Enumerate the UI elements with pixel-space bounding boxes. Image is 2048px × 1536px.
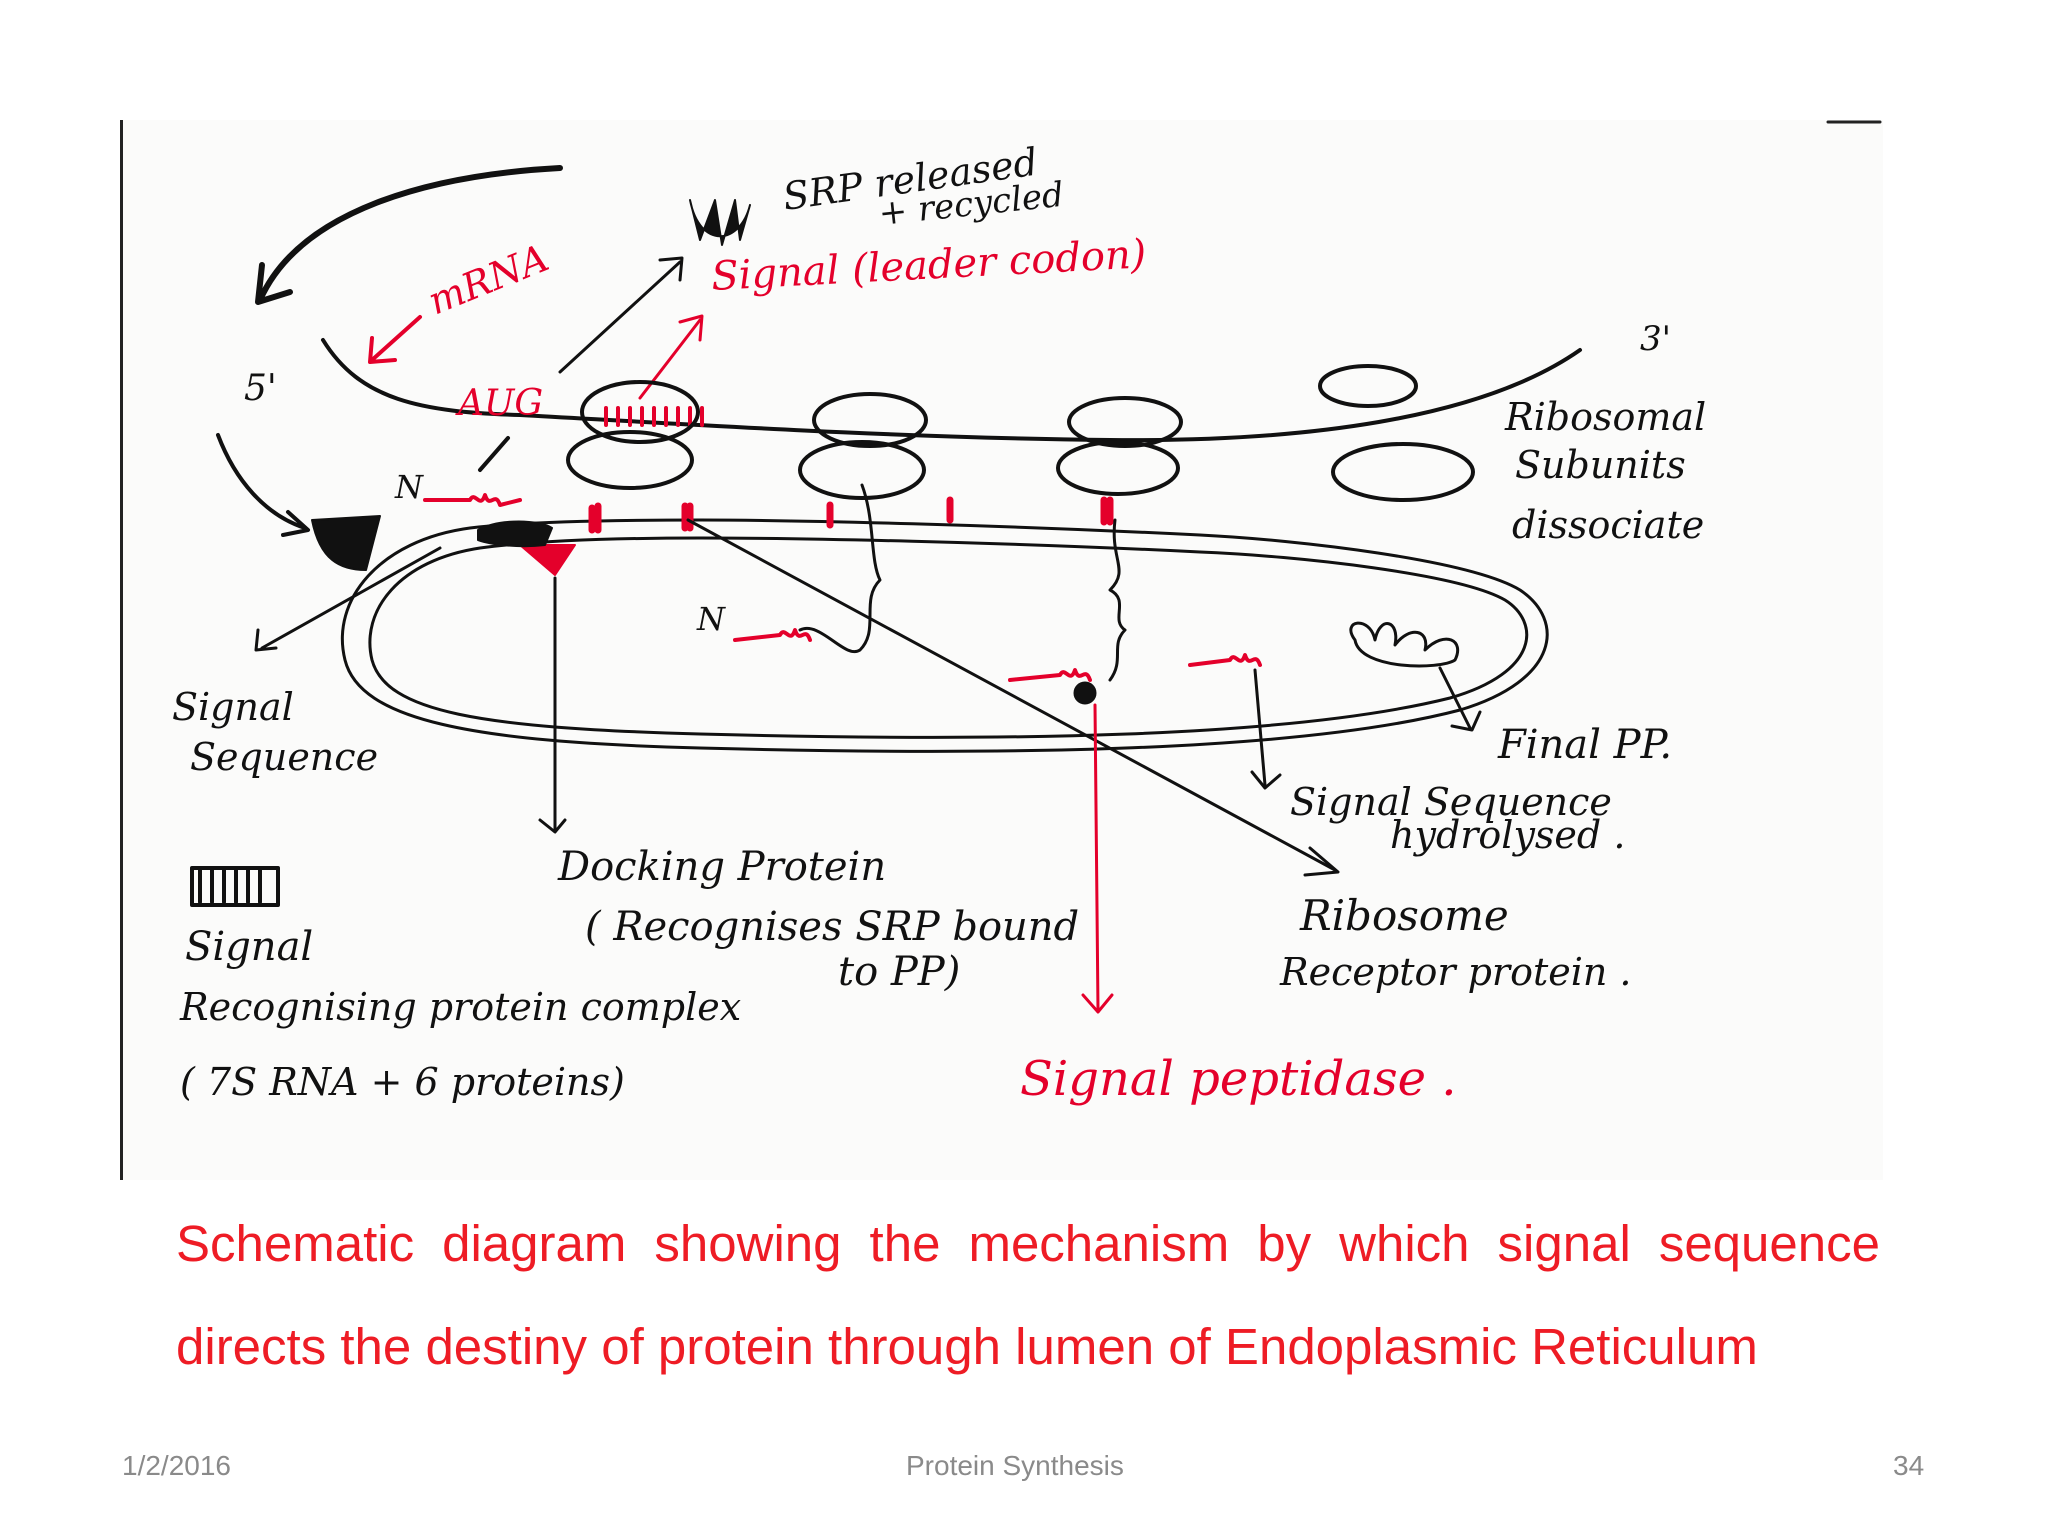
er-membrane-inner <box>368 536 1529 739</box>
srp-released-icon <box>689 199 751 246</box>
label-signal-peptidase: Signal peptidase . <box>1020 1051 1457 1107</box>
signal-peptidase-arrow <box>1093 703 1100 1012</box>
recycling-arrow <box>257 165 563 303</box>
label-signal-leader-codon: Signal (leader codon) <box>710 231 1147 300</box>
slide-caption: Schematic diagram showing the mechanism … <box>176 1215 1880 1375</box>
signal-sequence-4 <box>1188 653 1262 667</box>
label-srp-signal: Signal <box>185 924 313 970</box>
ribosome-subunit-small <box>1331 442 1475 502</box>
label-subunits: Subunits <box>1515 443 1686 487</box>
ribosome-1-small <box>566 430 694 490</box>
signal-sequence-1 <box>423 493 522 507</box>
ribosome-1-large <box>580 380 700 444</box>
label-ribosome: Ribosome <box>1299 891 1509 940</box>
label-final-pp: Final PP. <box>1497 722 1672 768</box>
hydrolysis-arrow <box>1253 668 1267 787</box>
er-membrane-outer <box>340 518 1549 753</box>
srp-icon-left <box>311 515 381 571</box>
footer-page-number: 34 <box>1893 1450 1925 1481</box>
label-receptor-protein: Receptor protein . <box>1279 950 1632 994</box>
label-n-terminal-2: N <box>696 600 726 638</box>
mrna-strand <box>321 338 1582 443</box>
label-recognises-srp: ( Recognises SRP bound <box>585 904 1079 950</box>
signal-sequence-3 <box>1008 668 1092 682</box>
label-three-prime: 3' <box>1640 319 1671 359</box>
signal-peptidase-dot <box>1073 681 1097 705</box>
label-signal-sequence: Signal Sequence <box>1290 780 1612 824</box>
ribosome-3-large <box>1067 396 1183 448</box>
final-pp-arrow <box>1438 666 1472 730</box>
diagram-image <box>120 120 1883 1180</box>
label-aug: AUG <box>455 383 543 424</box>
signal-codon-arrow <box>638 318 702 400</box>
mrna-arrow <box>370 315 422 362</box>
srp-binding-arrow <box>216 433 307 530</box>
ribosome-receptor-arrow <box>686 518 1337 872</box>
label-five-prime: 5' <box>244 368 277 409</box>
label-n-terminal-1: N <box>394 468 424 506</box>
ribosome-3-small <box>1056 440 1180 496</box>
protein-targeting-diagram: SRP released + recycled mRNA Signal (lea… <box>172 120 1882 1107</box>
codon-marks <box>604 406 704 427</box>
label-dissociate: dissociate <box>1512 503 1704 547</box>
label-hydrolysed: hydrolysed . <box>1390 813 1625 857</box>
signal-sequence-2 <box>733 628 812 642</box>
srp-receptor-marks <box>588 496 1114 534</box>
nascent-polypeptide-3 <box>1108 518 1127 682</box>
ribosome-2-large <box>812 392 928 448</box>
srp-bound-blob <box>477 520 553 548</box>
label-to-pp: to PP) <box>838 949 960 995</box>
label-ribosomal: Ribosomal <box>1504 395 1706 439</box>
footer-title: Protein Synthesis <box>906 1450 1124 1481</box>
label-7s-rna: ( 7S RNA + 6 proteins) <box>180 1060 625 1104</box>
label-recognising-complex: Recognising protein complex <box>179 985 741 1029</box>
label-mrna: mRNA <box>422 236 555 324</box>
ribosome-2-small <box>798 440 926 500</box>
label-signal: Signal <box>172 685 294 729</box>
label-docking-protein: Docking Protein <box>557 844 886 890</box>
folded-protein <box>1349 621 1460 668</box>
nascent-polypeptide-2 <box>798 483 882 654</box>
ribosome-subunit-large <box>1318 364 1418 408</box>
label-sequence: Sequence <box>190 735 378 779</box>
srp-release-arrow <box>558 260 682 374</box>
srp-legend-icon <box>190 866 280 907</box>
docking-triangle <box>519 544 576 576</box>
footer-date: 1/2/2016 <box>122 1450 231 1481</box>
